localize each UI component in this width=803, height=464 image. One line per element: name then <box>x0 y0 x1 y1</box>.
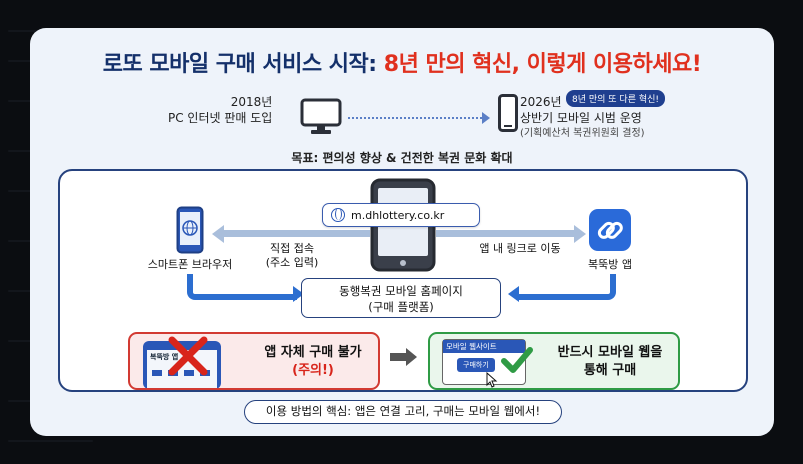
timeline-connector <box>348 117 486 119</box>
x-mark-icon <box>168 336 208 376</box>
direct-arrow-shaft <box>222 230 370 237</box>
compare-arrow-shaft <box>390 353 408 361</box>
app-label: 복뚝방 앱 <box>588 258 632 271</box>
monitor-icon <box>300 98 342 134</box>
page-title: 로또 모바일 구매 서비스 시작: 8년 만의 혁신, 이렇게 이용하세요! <box>102 52 702 77</box>
direct-arrow-head <box>212 225 224 243</box>
key-summary: 이용 방법의 핵심: 앱은 연결 고리, 구매는 모바일 웹에서! <box>244 400 562 424</box>
web-purchase-text: 반드시 모바일 웹을 통해 구매 <box>557 345 663 378</box>
app-header-label: 복뚝방 앱 <box>150 353 179 361</box>
goal-text: 목표: 편의성 향상 & 건전한 복권 문화 확대 <box>291 151 513 165</box>
direct-access-label: 직접 접속 (주소 입력) <box>265 242 319 269</box>
right-flow-arrow-head <box>508 286 519 302</box>
phone-icon <box>498 94 518 132</box>
app-arrow-head <box>574 225 586 243</box>
left-flow-arrow-head <box>293 286 304 302</box>
compare-arrow-head <box>406 348 417 366</box>
web-purchase-box: 모바일 웹사이트 구매하기 반드시 모바일 웹을 통해 구매 <box>428 332 680 390</box>
blocked-text: 앱 자체 구매 불가 (주의!) <box>264 345 362 378</box>
timeline-2018: 2018년 PC 인터넷 판매 도입 <box>168 95 273 125</box>
infographic-card: 로또 모바일 구매 서비스 시작: 8년 만의 혁신, 이렇게 이용하세요! 2… <box>30 28 774 436</box>
smartphone-browser-icon <box>176 206 204 254</box>
buy-button: 구매하기 <box>457 358 495 372</box>
globe-icon <box>331 208 345 222</box>
timeline-2026: 2026년 상반기 모바일 시범 운영 (기획예산처 복권위원회 결정) <box>520 95 645 139</box>
mobile-homepage-box: 동행복권 모바일 홈페이지 (구매 플랫폼) <box>301 278 501 318</box>
app-arrow-shaft <box>436 230 576 237</box>
url-bar: m.dhlottery.co.kr <box>322 203 480 227</box>
app-link-icon <box>589 209 631 251</box>
cursor-icon <box>486 372 498 388</box>
app-link-label: 앱 내 링크로 이동 <box>479 242 561 255</box>
right-flow-arrow <box>516 274 616 300</box>
check-mark-icon <box>501 347 533 373</box>
app-purchase-blocked-box: 복뚝방 앱 앱 자체 구매 불가 (주의!) <box>128 332 380 390</box>
site-label: 모바일 웹사이트 <box>443 340 525 353</box>
smartphone-browser-label: 스마트폰 브라우저 <box>147 258 233 271</box>
browser-illustration: 모바일 웹사이트 구매하기 <box>442 339 526 385</box>
app-screen-illustration <box>143 341 221 388</box>
innovation-badge: 8년 만의 또 다른 혁신! <box>566 90 666 107</box>
left-flow-arrow <box>187 274 297 300</box>
timeline-arrow <box>482 112 490 124</box>
